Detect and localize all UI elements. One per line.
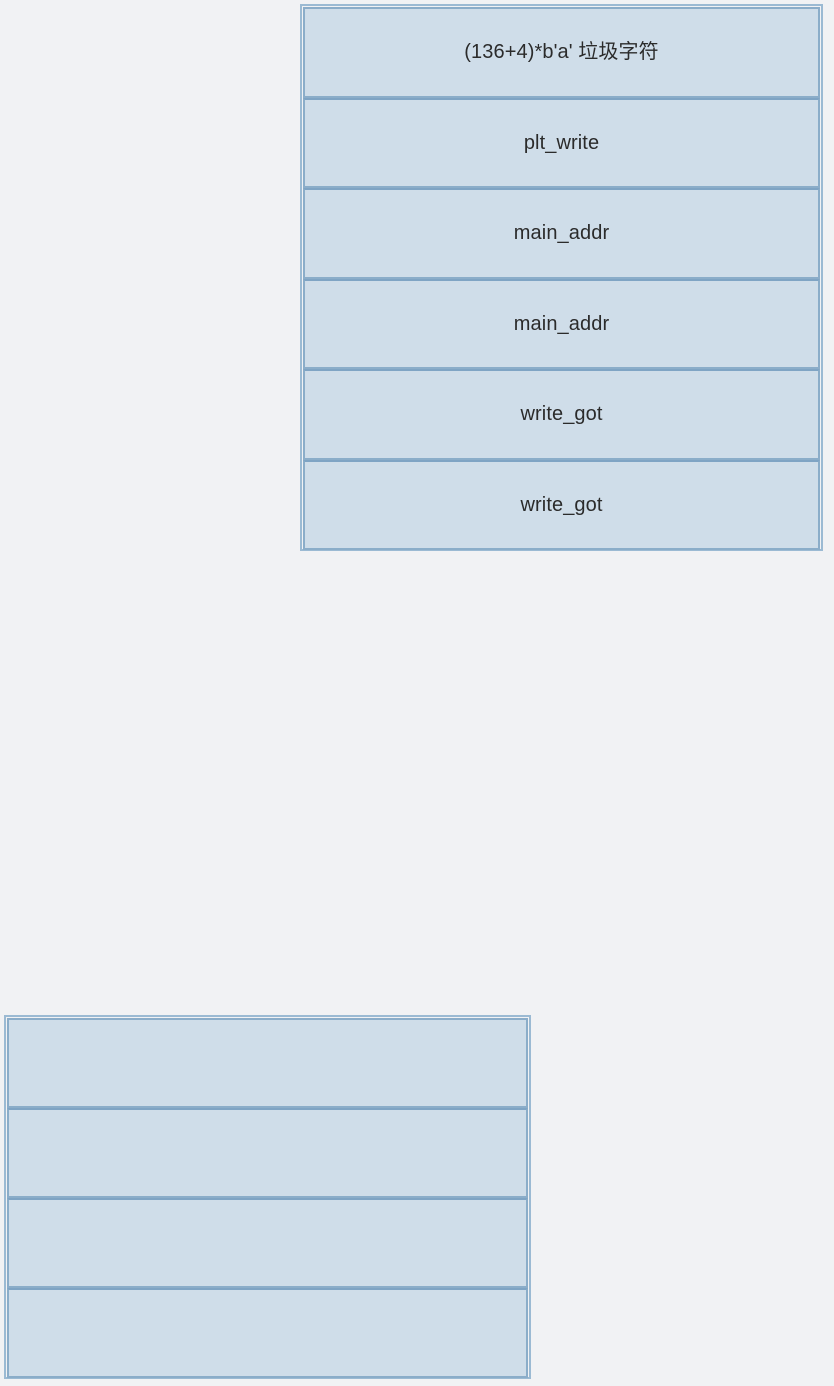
empty-stack-cell-1 xyxy=(7,1018,528,1108)
stack-cell-plt-write: plt_write xyxy=(303,97,820,188)
stack-cell-main-addr-2: main_addr xyxy=(303,278,820,369)
stack-cell-write-got-1: write_got xyxy=(303,369,820,460)
stack-cell-junk-bytes: (136+4)*b'a' 垃圾字符 xyxy=(303,7,820,98)
empty-stack-diagram xyxy=(4,1015,531,1379)
stack-cell-main-addr-1: main_addr xyxy=(303,188,820,279)
empty-stack-cell-2 xyxy=(7,1108,528,1198)
stack-cell-write-got-2: write_got xyxy=(303,459,820,550)
payload-stack-diagram: (136+4)*b'a' 垃圾字符 plt_write main_addr ma… xyxy=(300,4,823,551)
empty-stack-cell-3 xyxy=(7,1198,528,1288)
empty-stack-cell-4 xyxy=(7,1288,528,1378)
